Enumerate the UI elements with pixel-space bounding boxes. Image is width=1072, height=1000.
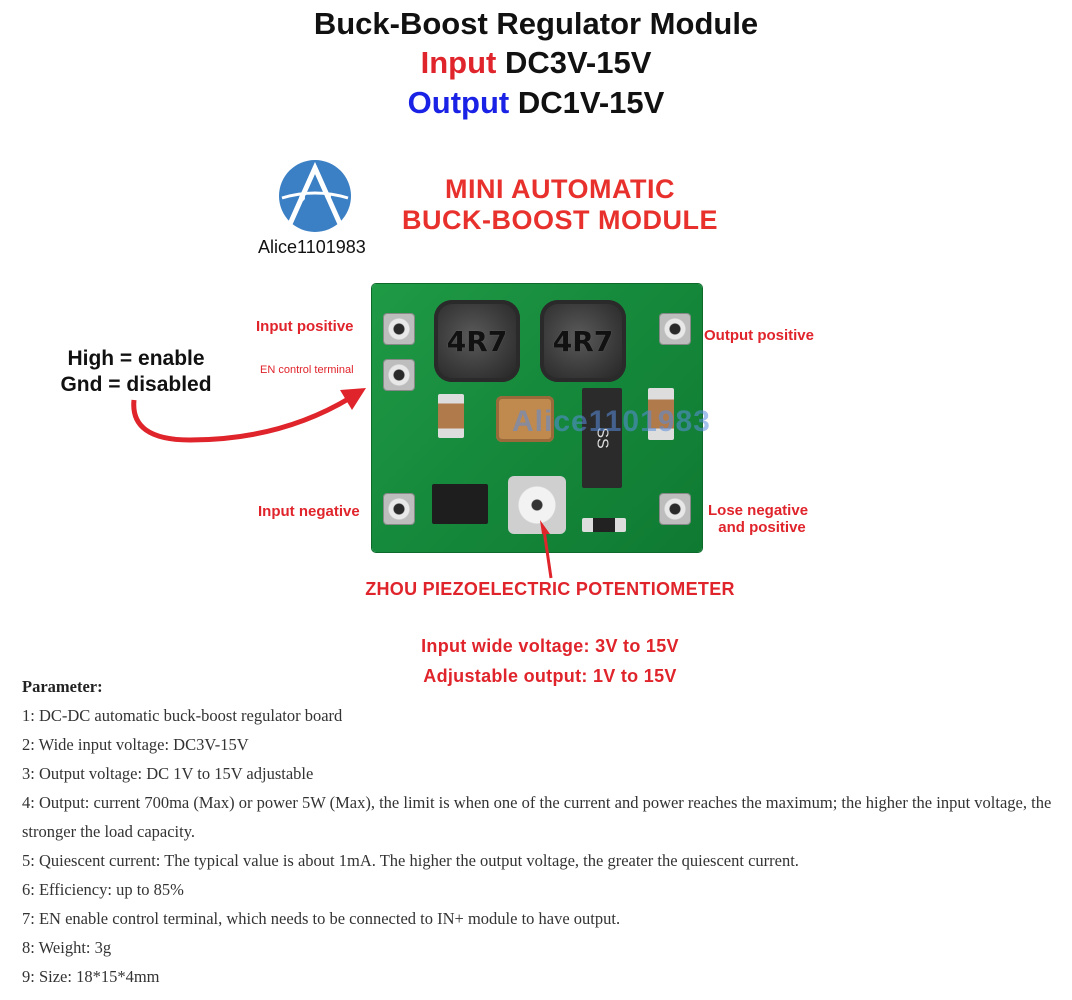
parameter-item: 9: Size: 18*15*4mm bbox=[22, 967, 160, 986]
page-title: Buck-Boost Regulator Module bbox=[0, 6, 1072, 42]
logo-text: Alice1101983 bbox=[258, 237, 366, 257]
pcb-board: 4R7 4R7 SS bbox=[372, 284, 702, 552]
potentiometer bbox=[508, 476, 566, 534]
en-note: High = enable Gnd = disabled bbox=[36, 346, 236, 398]
diode: SS bbox=[582, 388, 622, 488]
capacitor-left bbox=[438, 394, 464, 438]
module-title: MINI AUTOMATIC BUCK-BOOST MODULE bbox=[380, 174, 740, 236]
input-range-line: Input DC3V-15V bbox=[0, 45, 1072, 81]
parameter-item: 4: Output: current 700ma (Max) or power … bbox=[22, 793, 1052, 841]
module-title-line1: MINI AUTOMATIC bbox=[445, 174, 675, 204]
brand-logo-icon bbox=[279, 160, 351, 232]
inductor-marking: 4R7 bbox=[446, 324, 508, 358]
module-title-line2: BUCK-BOOST MODULE bbox=[402, 205, 718, 235]
inductor-marking: 4R7 bbox=[552, 324, 614, 358]
output-range-line: Output DC1V-15V bbox=[0, 85, 1072, 121]
input-range: DC3V-15V bbox=[504, 45, 652, 80]
parameter-title: Parameter: bbox=[22, 677, 103, 696]
parameter-item: 8: Weight: 3g bbox=[22, 938, 112, 957]
en-note-line2: Gnd = disabled bbox=[60, 373, 212, 396]
parameter-item: 3: Output voltage: DC 1V to 15V adjustab… bbox=[22, 764, 314, 783]
watermark: Alice1101983 bbox=[512, 405, 711, 438]
label-input-positive: Input positive bbox=[256, 318, 354, 335]
label-potentiometer: ZHOU PIEZOELECTRIC POTENTIOMETER bbox=[365, 579, 735, 599]
label-lose-terminals: Lose negative and positive bbox=[708, 502, 808, 536]
parameter-item: 7: EN enable control terminal, which nee… bbox=[22, 909, 621, 928]
parameter-item: 5: Quiescent current: The typical value … bbox=[22, 851, 799, 870]
parameter-list: Parameter: 1: DC-DC automatic buck-boost… bbox=[22, 672, 1062, 991]
parameter-item: 2: Wide input voltage: DC3V-15V bbox=[22, 735, 249, 754]
pointer-line-icon bbox=[540, 520, 553, 579]
inductor-1: 4R7 bbox=[434, 300, 520, 382]
ic-chip bbox=[432, 484, 488, 524]
pad-output-negative bbox=[660, 494, 690, 524]
spec-output-voltage: Adjustable output: 1V to 15V bbox=[423, 666, 677, 686]
input-word: Input bbox=[420, 45, 497, 80]
spec-input-voltage: Input wide voltage: 3V to 15V bbox=[421, 636, 679, 656]
output-word: Output bbox=[407, 85, 510, 120]
pad-input-positive bbox=[384, 314, 414, 344]
label-en-terminal: EN control terminal bbox=[260, 364, 354, 376]
output-range: DC1V-15V bbox=[517, 85, 665, 120]
label-input-negative: Input negative bbox=[258, 503, 360, 520]
parameter-item: 6: Efficiency: up to 85% bbox=[22, 880, 184, 899]
en-note-line1: High = enable bbox=[67, 347, 205, 370]
inductor-2: 4R7 bbox=[540, 300, 626, 382]
pad-output-positive bbox=[660, 314, 690, 344]
title-line: Buck-Boost Regulator Module bbox=[313, 6, 759, 41]
label-output-positive: Output positive bbox=[704, 327, 814, 344]
pad-en bbox=[384, 360, 414, 390]
arrow-icon bbox=[131, 388, 366, 443]
pad-input-negative bbox=[384, 494, 414, 524]
resistor bbox=[582, 518, 626, 532]
tantalum-capacitor bbox=[496, 396, 554, 442]
label-lose-line1: Lose negative bbox=[708, 502, 809, 519]
parameter-item: 1: DC-DC automatic buck-boost regulator … bbox=[22, 706, 343, 725]
capacitor-right bbox=[648, 388, 674, 440]
label-lose-line2: and positive bbox=[718, 519, 806, 536]
